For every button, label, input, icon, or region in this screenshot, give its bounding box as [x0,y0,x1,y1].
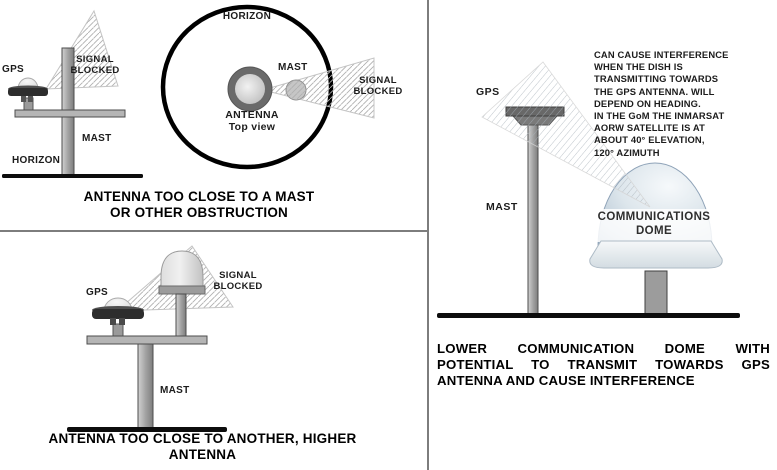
mast-topview-hatch [286,80,306,100]
signal-blocked-label: SIGNAL BLOCKED [70,54,120,76]
mast-label: MAST [82,133,112,144]
antenna-topview-label: ANTENNA [225,109,279,121]
higher-antenna-base [158,285,206,295]
horizon-topview-label: HORIZON [222,11,272,22]
higher-antenna-post [175,293,187,338]
signal-blocked-topview-label: SIGNAL BLOCKED [353,75,403,97]
transmit-beam-wedge [481,61,651,208]
gps-connector [21,96,26,102]
panel-communications-dome [437,61,740,318]
horizon-ground-line [2,174,143,178]
horizon-label: HORIZON [12,155,61,166]
mast-label: MAST [160,385,190,396]
crossbar-shape [86,335,208,345]
higher-antenna-dome-shape [160,250,204,288]
gps-post-shape [112,323,124,338]
signal-blocked-label: SIGNAL BLOCKED [213,270,263,292]
dome-pedestal-shape [644,270,668,315]
signal-blocked-wedge-topview [261,57,375,119]
dome-skirt-shape [589,240,723,269]
gps-puck-shape [92,309,144,319]
caption-line: POTENTIAL TO TRANSMIT TOWARDS GPS [437,357,770,372]
divider-vertical [427,0,429,470]
signal-blocked-wedge [45,9,119,90]
mast-label: MAST [486,201,518,213]
interference-note: CAN CAUSE INTERFERENCE WHEN THE DISH IS … [594,49,729,158]
gps-label: GPS [2,64,25,75]
gps-connector [28,96,33,102]
antenna-center-shape [235,74,265,104]
panel-mast-side-view [2,9,143,178]
gps-connector [110,318,116,325]
caption-antenna-too-close-higher: ANTENNA TOO CLOSE TO ANOTHER, HIGHER ANT… [48,431,357,462]
caption-lower-communication-dome: LOWER COMMUNICATION DOME WITH POTENTIAL … [437,341,770,389]
gps-label: GPS [86,287,109,298]
panel-higher-antenna [67,245,234,432]
gps-connector [119,318,125,325]
gps-puck-shape [8,88,48,96]
top-view-label: Top view [228,121,276,133]
panel-top-view [160,4,375,170]
caption-antenna-too-close-mast: ANTENNA TOO CLOSE TO A MAST OR OTHER OBS… [83,189,315,220]
crossbar-shape [14,109,126,118]
mast-topview-label: MAST [278,62,308,73]
ground-line [67,427,227,432]
gps-label: GPS [476,86,500,98]
mast-shape [527,121,539,315]
caption-line: ANTENNA AND CAUSE INTERFERENCE [437,373,695,388]
ground-line [437,313,740,318]
caption-line: LOWER COMMUNICATION DOME WITH [437,341,770,356]
dome-label-band [596,209,716,242]
divider-horizontal [0,230,429,232]
mast-shape [137,343,154,429]
communications-dome-label: COMMUNICATIONS DOME [597,211,711,237]
